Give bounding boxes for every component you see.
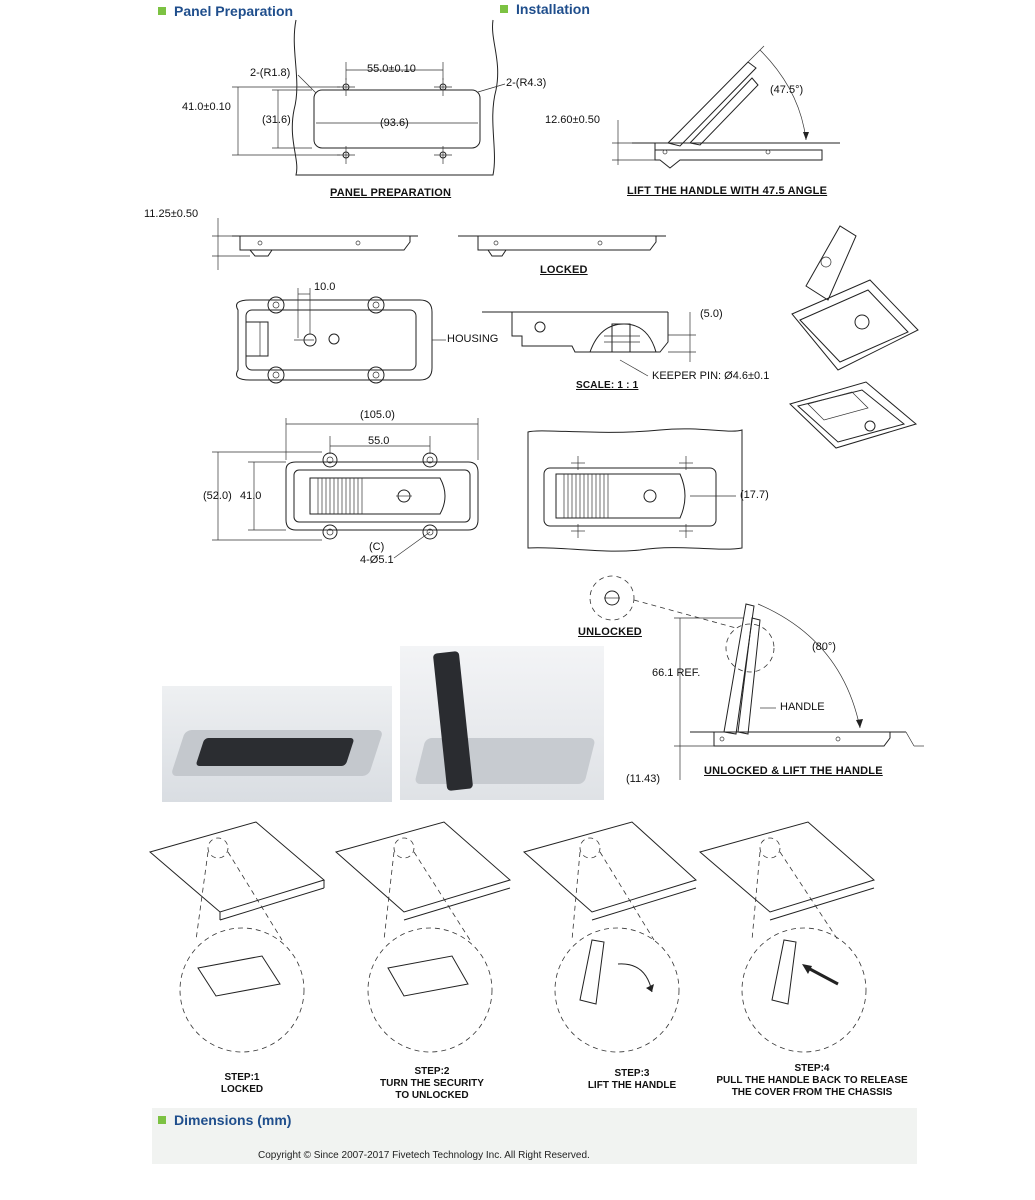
keeper-pin-label: KEEPER PIN: Ø4.6±0.1 (652, 370, 770, 382)
housing-label: HOUSING (447, 333, 499, 345)
green-bullet-icon (158, 7, 166, 15)
dim-105-0: (105.0) (360, 409, 395, 421)
step-1-label: STEP:1 LOCKED (196, 1072, 288, 1096)
panel-prep-caption: PANEL PREPARATION (330, 187, 452, 199)
step-3-number: STEP:3 (614, 1068, 650, 1079)
green-bullet-icon (158, 1116, 166, 1124)
lift-handle-caption: LIFT THE HANDLE WITH 47.5 ANGLE (627, 185, 828, 197)
latch-photo-closed (162, 686, 392, 802)
dim-5-0: (5.0) (700, 308, 723, 320)
dim-r43: 2-(R4.3) (506, 77, 547, 89)
dimensions-heading: Dimensions (mm) (158, 1112, 291, 1128)
dim-holes: 4-Ø5.1 (360, 554, 394, 566)
unlocked-caption: UNLOCKED (578, 626, 642, 638)
latch-photo-open (400, 646, 604, 800)
locked-caption: LOCKED (540, 264, 588, 276)
step-1-text: LOCKED (220, 1084, 264, 1095)
scale-caption: SCALE: 1 : 1 (576, 380, 639, 391)
dim-17-7: (17.7) (740, 489, 769, 501)
step-3-label: STEP:3 LIFT THE HANDLE (572, 1068, 692, 1092)
step-4-label: STEP:4 PULL THE HANDLE BACK TO RELEASE T… (716, 1063, 908, 1099)
green-bullet-icon (500, 5, 508, 13)
dim-93-6: (93.6) (380, 117, 409, 129)
handle-label: HANDLE (780, 701, 825, 713)
dim-31-6: (31.6) (262, 114, 291, 126)
dim-angle-80: (80°) (812, 641, 836, 653)
dim-10-0: 10.0 (314, 281, 336, 293)
step-4-number: STEP:4 (794, 1063, 830, 1074)
dim-11-25: 11.25±0.50 (144, 208, 199, 220)
dim-52-0: (52.0) (203, 490, 232, 502)
dim-55-0: 55.0 (368, 435, 390, 447)
dim-r18: 2-(R1.8) (250, 67, 291, 79)
dimensions-title: Dimensions (mm) (174, 1112, 292, 1128)
dim-55-tol: 55.0±0.10 (367, 63, 416, 75)
step-2-text: TURN THE SECURITY TO UNLOCKED (380, 1078, 484, 1101)
step-4-illustration (698, 821, 876, 1053)
step-1-number: STEP:1 (224, 1072, 260, 1083)
grip-ribs (317, 478, 363, 514)
step-3-text: LIFT THE HANDLE (587, 1080, 677, 1091)
copyright-text: Copyright © Since 2007-2017 Fivetech Tec… (258, 1150, 590, 1161)
step-2-label: STEP:2 TURN THE SECURITY TO UNLOCKED (376, 1066, 488, 1102)
dim-angle-47-5: (47.5°) (770, 84, 804, 96)
dim-11-43: (11.43) (626, 773, 661, 785)
dim-41-0: 41.0 (240, 490, 262, 502)
installation-title: Installation (516, 1, 590, 17)
footer-panel (152, 1108, 917, 1164)
installed-grip-ribs (563, 474, 609, 518)
dim-c: (C) (369, 541, 385, 553)
panel-preparation-title: Panel Preparation (174, 3, 294, 19)
step-2-illustration (334, 821, 512, 1053)
dim-41-tol: 41.0±0.10 (182, 101, 231, 113)
panel-preparation-heading: Panel Preparation (158, 3, 293, 19)
step-1-illustration (148, 821, 326, 1053)
unlocked-lift-caption: UNLOCKED & LIFT THE HANDLE (704, 765, 883, 777)
step-3-illustration (522, 821, 697, 1053)
step-2-number: STEP:2 (414, 1066, 450, 1077)
dim-12-60: 12.60±0.50 (545, 114, 600, 126)
step-4-text: PULL THE HANDLE BACK TO RELEASE THE COVE… (716, 1075, 908, 1098)
dim-66-1: 66.1 REF. (652, 667, 701, 679)
installation-heading: Installation (500, 1, 590, 17)
